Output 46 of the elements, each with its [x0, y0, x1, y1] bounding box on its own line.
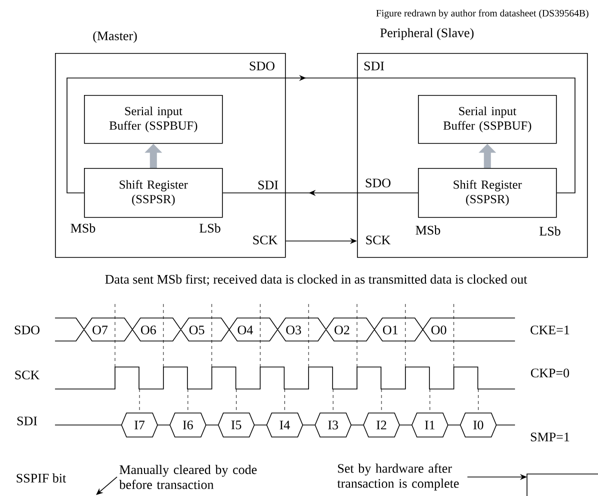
annotation-text: Manually cleared by code before transaction — [119, 464, 257, 490]
register-box: Serial input Buffer (SSPBUF) — [418, 95, 557, 144]
credit-line: Figure redrawn by author from datasheet (DS39564B) — [376, 10, 588, 19]
bit-value: O7 — [92, 326, 108, 334]
setting-label: SMP=1 — [530, 432, 570, 442]
bit-value: O2 — [334, 326, 350, 334]
bit-value: O6 — [141, 326, 156, 334]
signal-label: SCK — [15, 370, 40, 380]
leader-line — [96, 476, 118, 495]
bit-value: I3 — [328, 420, 338, 430]
bit-value: I2 — [376, 420, 386, 430]
signal-label: SDO — [14, 326, 40, 334]
bit-value: I1 — [424, 420, 435, 430]
setting-label: CKP=0 — [530, 368, 570, 378]
pin-label: SDO — [250, 62, 274, 70]
bit-label: MSb — [416, 225, 440, 235]
pin-label: SDI — [364, 62, 384, 70]
register-box: Serial input Buffer (SSPBUF) — [84, 95, 223, 144]
pin-label: SDI — [258, 180, 278, 190]
bit-value: I7 — [134, 420, 145, 430]
pin-label: SDO — [366, 178, 390, 188]
bit-label: MSb — [70, 223, 96, 233]
waveform — [526, 474, 598, 496]
bit-value: O3 — [286, 326, 302, 334]
arrow — [66, 74, 576, 194]
register-box: Shift Register (SSPSR) — [418, 168, 557, 218]
annotation-text: Set by hardware after transaction is complete — [337, 464, 459, 490]
bit-value: I5 — [231, 420, 242, 430]
bit-label: LSb — [540, 226, 560, 236]
bit-value: O0 — [431, 326, 446, 334]
bit-value: O1 — [383, 326, 398, 334]
pin-label: SCK — [253, 236, 278, 244]
caption-text: Data sent MSb first; received data is clocked in as transmitted data is clocked out — [105, 274, 528, 286]
box-heading: Peripheral (Slave) — [380, 28, 474, 40]
bit-value: I0 — [473, 420, 484, 430]
bit-value: I6 — [182, 420, 193, 430]
register-box: Shift Register (SSPSR) — [84, 168, 223, 218]
setting-label: CKE=1 — [530, 326, 570, 334]
signal-label: SSPIF bit — [16, 473, 66, 483]
bit-value: O4 — [238, 326, 253, 334]
bit-value: I4 — [280, 420, 290, 430]
bit-value: O5 — [189, 326, 204, 334]
bit-label: LSb — [200, 223, 220, 233]
box-heading: (Master) — [93, 31, 137, 43]
pin-label: SCK — [366, 236, 390, 244]
signal-label: SDI — [17, 416, 38, 426]
